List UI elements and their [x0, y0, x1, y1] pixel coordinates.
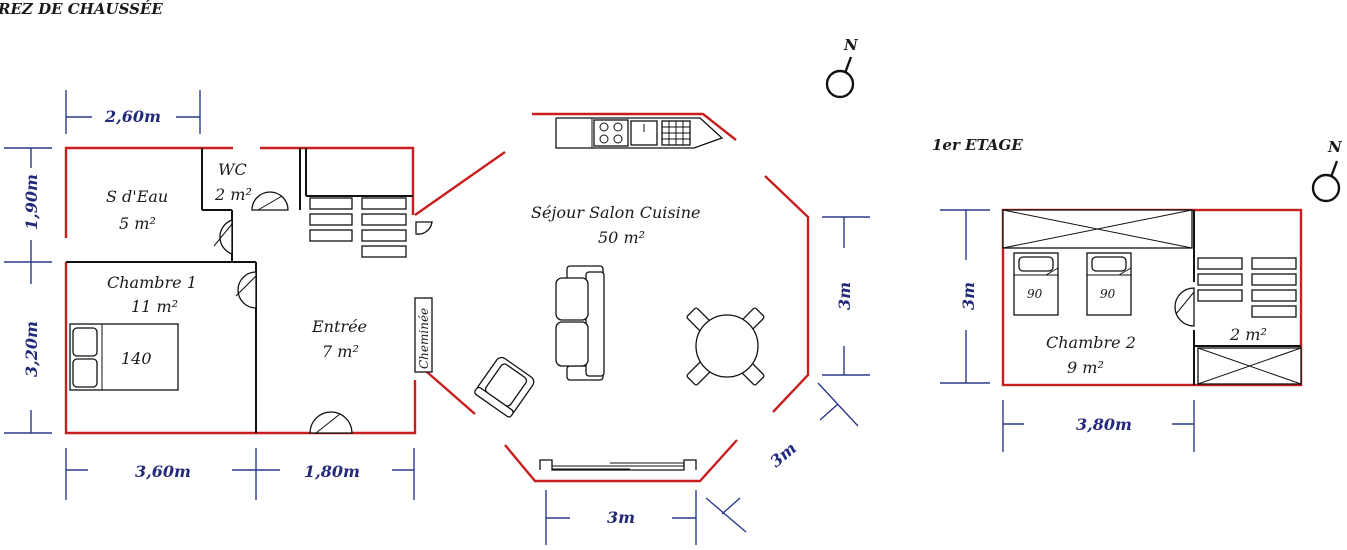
room-area-closet: 2 m²: [1229, 325, 1267, 344]
dim-living-bottom: 3m: [607, 508, 635, 527]
room-area-entrance: 7 m²: [322, 342, 359, 361]
ground-floor-labels: S d'Eau 5 m² WC 2 m² Chambre 1 11 m² Ent…: [106, 160, 700, 361]
dim-top-width: 2,60m: [104, 107, 161, 126]
bed-90-a-label: 90: [1027, 287, 1043, 301]
room-name-bedroom1: Chambre 1: [107, 273, 197, 292]
wardrobe-top: [1002, 209, 1193, 249]
room-area-wc: 2 m²: [214, 185, 252, 204]
door-bedroom2: [1174, 287, 1195, 327]
room-area-bedroom1: 11 m²: [131, 297, 178, 316]
dim-bottom-right: 1,80m: [304, 462, 360, 481]
bed-90-a: 90: [1013, 252, 1059, 316]
closet-storage: [1197, 347, 1302, 385]
dim-first-height: 3m: [959, 282, 978, 310]
door-bedroom1: [235, 271, 257, 309]
first-floor-labels: Chambre 2 9 m² 2 m²: [1046, 325, 1267, 377]
dining-table: [686, 307, 765, 386]
kitchen-counter: [555, 117, 724, 149]
first-floor-title: 1er ETAGE: [932, 136, 1023, 154]
room-name-wc: WC: [218, 160, 247, 179]
room-area-bathroom: 5 m²: [119, 214, 156, 233]
door-entrance: [309, 411, 353, 434]
dim-left-bottom: 3,20m: [22, 321, 41, 377]
window-bottom: [539, 459, 697, 471]
first-floor-dimensions: 3m 3,80m: [940, 209, 1195, 452]
fireplace: Cheminée: [414, 297, 433, 373]
armchair: [474, 356, 535, 418]
ground-floor-doors: [213, 191, 433, 434]
door-bathroom: [213, 219, 233, 255]
bed-90-b: 90: [1086, 252, 1132, 316]
room-name-entrance: Entrée: [311, 317, 367, 336]
dim-bottom-left: 3,60m: [135, 462, 191, 481]
first-floor-shelves: [1197, 257, 1297, 318]
room-name-living: Séjour Salon Cuisine: [531, 203, 700, 222]
dim-first-width: 3,80m: [1076, 415, 1132, 434]
fireplace-label: Cheminée: [417, 308, 431, 369]
north-arrow-icon-first-floor: N: [1311, 138, 1343, 203]
door-living: [415, 221, 433, 235]
dim-living-right: 3m: [835, 282, 854, 310]
bed-140-label: 140: [121, 349, 152, 368]
entrance-cabinets: [309, 197, 407, 258]
north-label: N: [843, 36, 859, 54]
bed-140: 140: [69, 323, 179, 391]
dim-left-top: 1,90m: [22, 174, 41, 230]
door-wc: [251, 191, 289, 211]
room-name-bathroom: S d'Eau: [106, 187, 168, 206]
sofa: [555, 265, 605, 381]
bed-90-b-label: 90: [1100, 287, 1116, 301]
ground-floor-title: REZ DE CHAUSSÉE: [0, 0, 163, 18]
room-name-bedroom2: Chambre 2: [1046, 333, 1136, 352]
room-area-living: 50 m²: [598, 228, 645, 247]
north-label-first-floor: N: [1327, 138, 1343, 156]
room-area-bedroom2: 9 m²: [1067, 358, 1104, 377]
dim-living-diagonal: 3m: [766, 438, 800, 471]
north-arrow-icon: N: [825, 36, 859, 99]
